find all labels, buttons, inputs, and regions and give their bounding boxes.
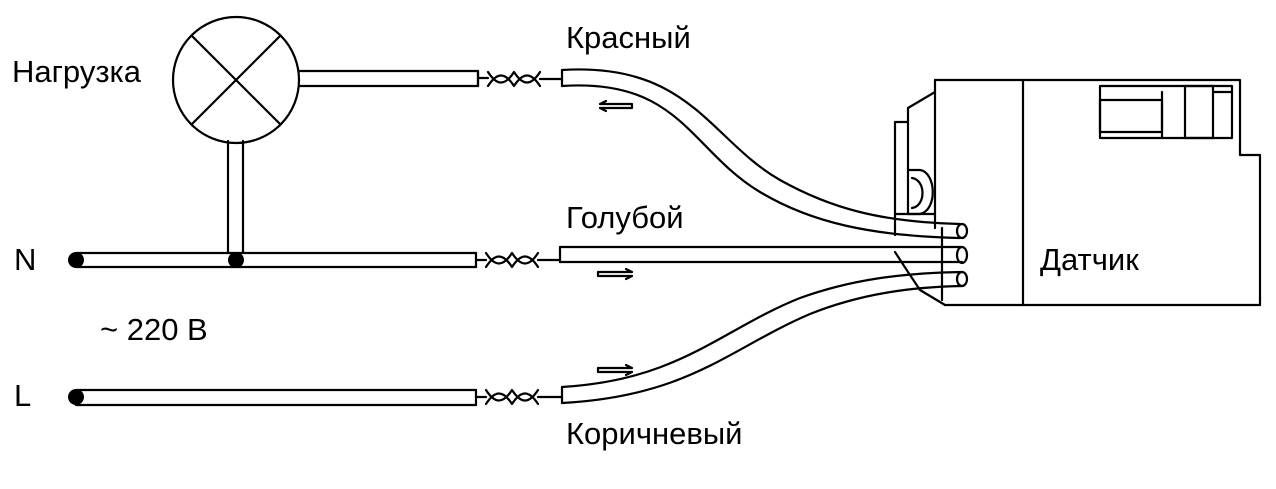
arrow-brown-right [596,363,634,377]
arrow-blue-right [596,267,634,281]
line-wire [74,388,478,407]
red-wire-label: Красный [566,20,691,55]
sensor-label: Датчик [1040,242,1139,277]
load-label: Нагрузка [12,54,142,89]
line-label: L [14,378,32,413]
neutral-label: N [14,242,37,277]
splice-blue [474,251,562,269]
blue-wire [558,245,964,264]
brown-wire-label: Коричневый [566,416,743,451]
splice-red [476,70,564,88]
voltage-label: ~ 220 В [100,312,208,347]
line-terminal-dot [68,389,84,405]
neutral-wire [74,251,478,269]
sensor-body [893,78,1262,307]
lamp-load-symbol [171,15,301,145]
arrow-red-left [598,99,634,113]
junction-dot [228,252,244,268]
blue-wire-label: Голубой [566,200,684,235]
brown-wire [560,270,964,405]
lamp-to-neutral-wire [226,139,245,255]
lamp-to-red-wire [297,69,480,88]
red-wire [560,68,962,240]
splice-brown [474,388,564,406]
wire-end-caps [955,222,969,288]
neutral-terminal-dot [68,252,84,268]
